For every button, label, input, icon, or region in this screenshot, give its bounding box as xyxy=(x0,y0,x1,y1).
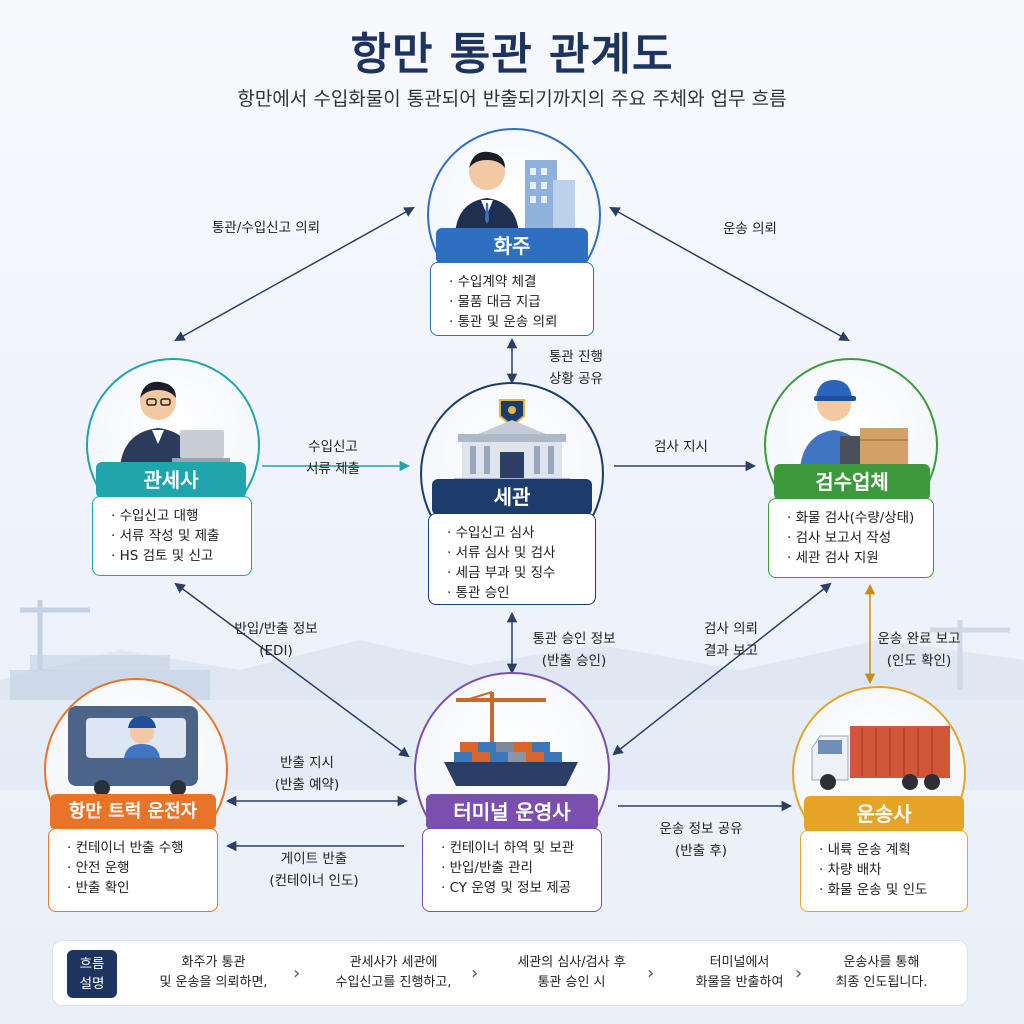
flow-label-line: (반출 후) xyxy=(642,840,760,862)
flow-label-inspector-terminal: 검사 의뢰 결과 보고 xyxy=(690,618,772,662)
inspector-label: 검수업체 xyxy=(774,464,930,500)
customs-card: 수입신고 심사 서류 심사 및 검사 세금 부과 및 징수 통관 승인 xyxy=(428,513,596,605)
customs-label: 세관 xyxy=(432,479,592,515)
legend-step: 운송사를 통해 최종 인도됩니다. xyxy=(799,953,964,993)
broker-card: 수입신고 대행 서류 작성 및 제출 HS 검토 및 신고 xyxy=(92,496,252,576)
flow-label-line: (EDI) xyxy=(226,640,326,662)
list-item: 검사 보고서 작성 xyxy=(787,528,923,548)
list-item: 내륙 운송 계획 xyxy=(819,840,957,860)
list-item: 컨테이너 하역 및 보관 xyxy=(441,838,591,858)
truck-driver-icon xyxy=(62,696,212,796)
legend-step-line: 운송사를 통해 xyxy=(799,953,964,973)
legend-step-line: 최종 인도됩니다. xyxy=(799,973,964,993)
broker-laptop-icon xyxy=(110,366,240,466)
flow-label-customs-inspector: 검사 지시 xyxy=(636,436,726,458)
shipper-card: 수입계약 체결 물품 대금 지급 통관 및 운송 의뢰 xyxy=(430,262,594,336)
list-item: 화물 운송 및 인도 xyxy=(819,880,957,900)
flow-label-broker-customs: 수입신고 서류 제출 xyxy=(290,436,376,480)
list-item: 수입신고 심사 xyxy=(447,523,585,543)
legend-tag-line: 설명 xyxy=(67,974,117,994)
list-item: 통관 승인 xyxy=(447,583,585,603)
flow-label-line: (반출 승인) xyxy=(518,650,630,672)
cargo-truck-icon xyxy=(806,718,956,798)
flow-label-line: 통관 승인 정보 xyxy=(518,628,630,650)
chevron-right-icon: › xyxy=(647,963,654,984)
customs-building-icon xyxy=(448,396,576,484)
legend-step-line: 및 운송을 의뢰하면, xyxy=(131,973,296,993)
legend-step: 화주가 통관 및 운송을 의뢰하면, xyxy=(131,953,296,993)
flow-label-line: 통관 진행 xyxy=(530,346,622,368)
legend-step-line: 통관 승인 시 xyxy=(489,973,654,993)
list-item: 반입/반출 관리 xyxy=(441,858,591,878)
flow-label-line: 상황 공유 xyxy=(530,368,622,390)
flow-label-line: 반입/반출 정보 xyxy=(226,618,326,640)
flow-label-line: 결과 보고 xyxy=(690,640,772,662)
legend-step-line: 관세사가 세관에 xyxy=(311,953,476,973)
list-item: 통관 및 운송 의뢰 xyxy=(449,312,583,332)
list-item: 세관 검사 지원 xyxy=(787,548,923,568)
list-item: 차량 배차 xyxy=(819,860,957,880)
legend-tag: 흐름 설명 xyxy=(67,950,117,998)
businessman-building-icon xyxy=(445,140,585,235)
chevron-right-icon: › xyxy=(471,963,478,984)
flow-label-line: 운송 완료 보고 xyxy=(864,628,974,650)
driver-label: 항만 트럭 운전자 xyxy=(50,794,216,830)
carrier-card: 내륙 운송 계획 차량 배차 화물 운송 및 인도 xyxy=(800,830,968,912)
flow-label-shipper-broker: 통관/수입신고 의뢰 xyxy=(196,217,336,239)
carrier-label: 운송사 xyxy=(804,796,964,832)
flow-label-line: 수입신고 xyxy=(290,436,376,458)
flow-legend: 흐름 설명 화주가 통관 및 운송을 의뢰하면, › 관세사가 세관에 수입신고… xyxy=(52,940,968,1006)
flow-label-line: 게이트 반출 xyxy=(254,848,374,870)
legend-step-line: 화주가 통관 xyxy=(131,953,296,973)
driver-card: 컨테이너 반출 수행 안전 운행 반출 확인 xyxy=(48,828,218,912)
list-item: 서류 심사 및 검사 xyxy=(447,543,585,563)
flow-label-broker-terminal: 반입/반출 정보 (EDI) xyxy=(226,618,326,662)
inspector-card: 화물 검사(수량/상태) 검사 보고서 작성 세관 검사 지원 xyxy=(768,498,934,578)
list-item: 세금 부과 및 징수 xyxy=(447,563,585,583)
list-item: 수입신고 대행 xyxy=(111,506,241,526)
legend-step-line: 수입신고를 진행하고, xyxy=(311,973,476,993)
flow-label-line: (컨테이너 인도) xyxy=(254,870,374,892)
flow-label-line: 반출 지시 xyxy=(262,752,352,774)
flow-label-customs-terminal: 통관 승인 정보 (반출 승인) xyxy=(518,628,630,672)
list-item: 수입계약 체결 xyxy=(449,272,583,292)
inspector-worker-icon xyxy=(790,368,920,468)
list-item: HS 검토 및 신고 xyxy=(111,546,241,566)
flow-label-terminal-driver-b: 게이트 반출 (컨테이너 인도) xyxy=(254,848,374,892)
container-ship-crane-icon xyxy=(436,686,586,794)
legend-tag-line: 흐름 xyxy=(67,954,117,974)
flow-label-terminal-carrier: 운송 정보 공유 (반출 후) xyxy=(642,818,760,862)
legend-step-line: 세관의 심사/검사 후 xyxy=(489,953,654,973)
flow-label-terminal-driver-a: 반출 지시 (반출 예약) xyxy=(262,752,352,796)
broker-label: 관세사 xyxy=(96,462,246,498)
list-item: 안전 운행 xyxy=(67,858,207,878)
list-item: CY 운영 및 정보 제공 xyxy=(441,878,591,898)
flow-label-line: 운송 정보 공유 xyxy=(642,818,760,840)
chevron-right-icon: › xyxy=(293,963,300,984)
legend-step: 세관의 심사/검사 후 통관 승인 시 xyxy=(489,953,654,993)
shipper-label: 화주 xyxy=(436,228,588,264)
terminal-label: 터미널 운영사 xyxy=(426,794,598,830)
legend-step: 관세사가 세관에 수입신고를 진행하고, xyxy=(311,953,476,993)
flow-label-inspector-carrier: 운송 완료 보고 (인도 확인) xyxy=(864,628,974,672)
list-item: 컨테이너 반출 수행 xyxy=(67,838,207,858)
flow-label-line: 검사 의뢰 xyxy=(690,618,772,640)
flow-label-shipper-customs: 통관 진행 상황 공유 xyxy=(530,346,622,390)
flow-label-line: 서류 제출 xyxy=(290,458,376,480)
flow-label-shipper-inspector: 운송 의뢰 xyxy=(700,218,800,240)
list-item: 반출 확인 xyxy=(67,878,207,898)
list-item: 서류 작성 및 제출 xyxy=(111,526,241,546)
arrow-inspector-terminal xyxy=(614,584,830,754)
list-item: 화물 검사(수량/상태) xyxy=(787,508,923,528)
list-item: 물품 대금 지급 xyxy=(449,292,583,312)
flow-label-line: (반출 예약) xyxy=(262,774,352,796)
terminal-card: 컨테이너 하역 및 보관 반입/반출 관리 CY 운영 및 정보 제공 xyxy=(422,828,602,912)
flow-label-line: (인도 확인) xyxy=(864,650,974,672)
